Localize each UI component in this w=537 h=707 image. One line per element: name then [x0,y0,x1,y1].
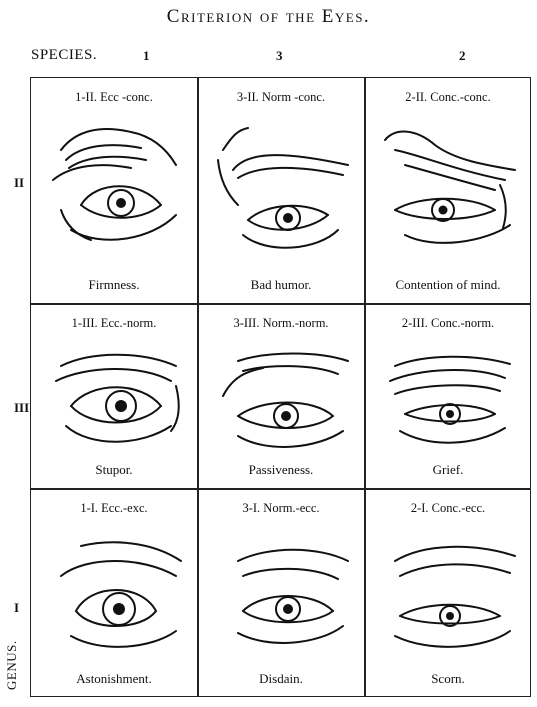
grid-divider [31,303,530,305]
grid-divider [364,78,366,696]
cell-code: 1-II. Ecc -conc. [75,90,153,104]
cell-code: 2-II. Conc.-conc. [405,90,491,104]
cell-code: 3-II. Norm -conc. [236,90,326,104]
cell-grief: 2-III. Conc.-norm. Grief. [365,304,531,488]
cell-caption: Scorn. [431,671,465,686]
row-number-I: I [14,600,20,615]
column-number-1: 1 [143,48,150,63]
page-title: Criterion of the Eyes. [166,6,371,27]
cell-code: 2-I. Conc.-ecc. [410,501,486,515]
eye-wide-open-icon [60,541,182,648]
eye-narrowed-icon [384,130,516,244]
eye-neutral-icon [222,352,349,448]
cell-caption: Firmness. [88,277,140,292]
cell-astonishment: 1-I. Ecc.-exc. Astonishment. [31,489,197,697]
cell-caption: Contention of mind. [395,277,501,292]
cell-passiveness: 3-III. Norm.-norm. Passiveness. [198,304,364,488]
cell-code: 1-I. Ecc.-exc. [80,501,148,515]
row-number-III: III [14,400,30,415]
cell-caption: Passiveness. [248,462,314,477]
grid-divider [197,78,199,696]
cell-caption: Stupor. [95,462,133,477]
eye-raised-brow-icon [237,548,349,644]
eye-squinting-icon [394,545,516,648]
eye-heavy-brow-icon [217,127,349,249]
cell-code: 3-I. Norm.-ecc. [242,501,320,515]
cell-caption: Astonishment. [76,671,152,686]
column-number-3: 3 [276,48,283,63]
cell-scorn: 2-I. Conc.-ecc. Scorn. [365,489,531,697]
genus-label: GENUS. [4,640,19,690]
eye-wide-furrowed-icon [52,128,177,241]
cell-caption: Bad humor. [250,277,312,292]
eye-lowered-icon [389,355,511,444]
cell-code: 1-III. Ecc.-norm. [71,316,157,330]
cell-caption: Disdain. [259,671,303,686]
cell-disdain: 3-I. Norm.-ecc. Disdain. [198,489,364,697]
eye-grid: 1-II. Ecc -conc. Firmness. 3-II. Norm -c… [30,77,531,697]
grid-divider [31,488,530,490]
eye-staring-icon [55,353,180,443]
cell-code: 3-III. Norm.-norm. [233,316,329,330]
cell-contention-of-mind: 2-II. Conc.-conc. Contention of mind. [365,78,531,303]
cell-stupor: 1-III. Ecc.-norm. Stupor. [31,304,197,488]
cell-caption: Grief. [432,462,464,477]
cell-bad-humor: 3-II. Norm -conc. Bad humor. [198,78,364,303]
row-number-II: II [14,175,25,190]
species-label: SPECIES. [31,47,98,63]
cell-code: 2-III. Conc.-norm. [401,316,495,330]
column-number-2: 2 [459,48,466,63]
cell-firmness: 1-II. Ecc -conc. Firmness. [31,78,197,303]
